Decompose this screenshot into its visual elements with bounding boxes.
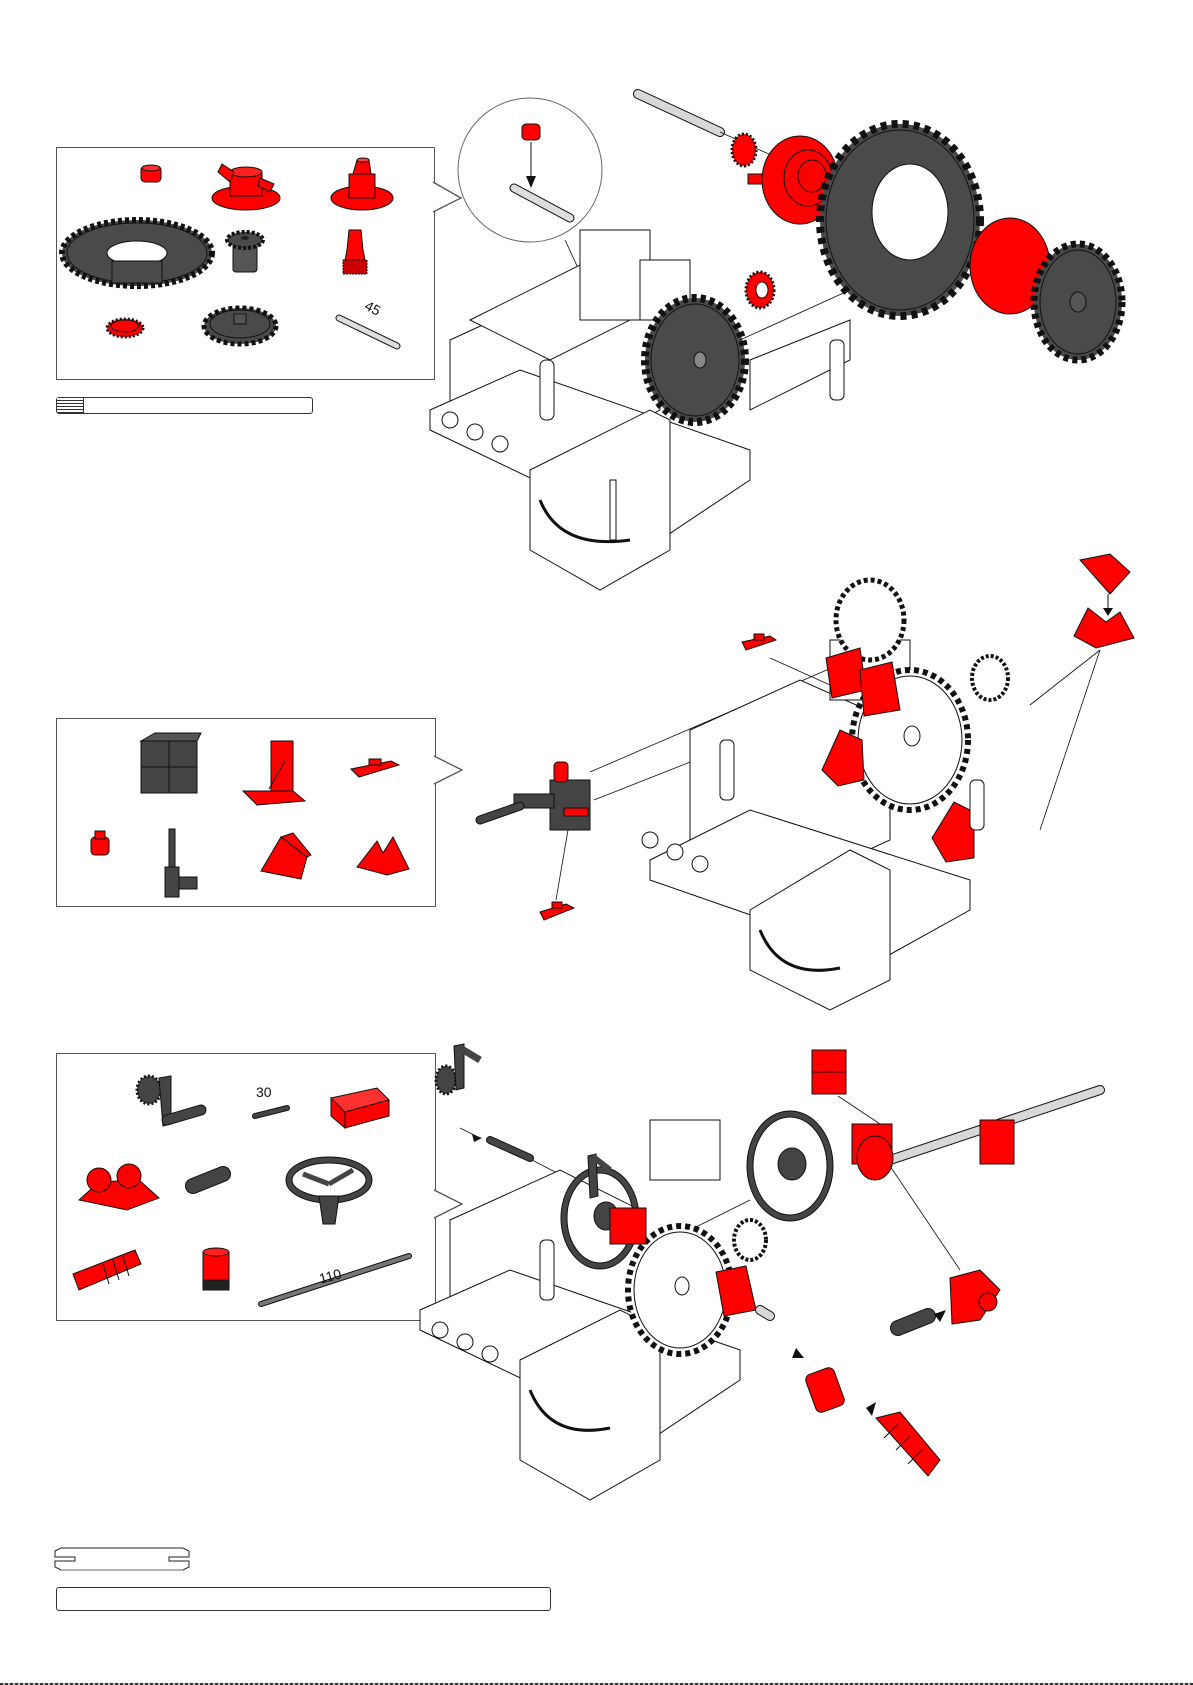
arrow-right-icon xyxy=(472,1134,482,1142)
parts-list-box-step-3: 30 110 xyxy=(56,1053,436,1321)
exploded-dark-gear-z20 xyxy=(1034,244,1122,360)
parts-list-step-1-illustration xyxy=(57,148,436,381)
steering-wheel-part xyxy=(289,1160,369,1224)
exploded-axle-110-assembly xyxy=(750,1090,1100,1218)
exploded-flat-connector-upper xyxy=(742,634,776,650)
pinion-z10-hub-part xyxy=(227,232,263,272)
exploded-axle-30 xyxy=(490,1140,530,1158)
gear-z20-part xyxy=(204,308,276,344)
mounted-white-pinion xyxy=(972,656,1008,700)
exploded-flat-connector-lower xyxy=(540,902,574,920)
angle-bracket-part xyxy=(243,741,305,805)
pinion-socket-part xyxy=(203,1248,229,1290)
axle-length-scale-110 xyxy=(56,1587,551,1611)
axle-knurled-end-icon xyxy=(57,398,84,413)
worm-gear-part xyxy=(73,1250,141,1290)
triangle-block-double-part xyxy=(357,837,409,875)
exploded-axle xyxy=(638,94,720,132)
hub-nut-flange-part xyxy=(212,164,280,210)
mounted-white-gear-upper xyxy=(836,580,904,660)
socket-pin-part xyxy=(91,831,109,855)
axle-30-length-label: 30 xyxy=(256,1084,272,1100)
mounted-dark-gear xyxy=(645,298,745,422)
arrow-right-icon xyxy=(934,1310,946,1322)
parts-list-box-step-2 xyxy=(56,718,436,907)
assembly-model-step-2 xyxy=(470,540,1170,1020)
hub-collet-flange-part xyxy=(331,158,393,210)
axle-length-scale-30 xyxy=(53,1546,193,1574)
crank-with-pinion-part xyxy=(137,1076,201,1126)
mounted-red-triangle-2 xyxy=(932,802,974,862)
sleeve-tube-part xyxy=(193,1174,223,1186)
collet-pinion-part xyxy=(343,230,367,274)
building-block-red-part xyxy=(331,1088,389,1128)
arrow-up-left-icon xyxy=(866,1402,876,1416)
arrow-down-icon xyxy=(1103,608,1113,616)
exploded-triangle-block-top xyxy=(1080,554,1130,616)
parts-list-box-step-1: 45 xyxy=(56,147,435,380)
axle-30-part xyxy=(255,1108,287,1116)
axle-length-scale-1 xyxy=(56,397,313,414)
callout-pointer-step-2 xyxy=(434,754,464,794)
exploded-sleeve xyxy=(898,1316,928,1328)
parts-list-step-3-illustration xyxy=(57,1054,437,1322)
gear-small-red-part xyxy=(107,319,143,337)
flat-connector-part xyxy=(351,759,399,777)
mounted-white-pinion xyxy=(734,1220,766,1260)
exploded-bearing-block xyxy=(950,1270,1000,1324)
triangle-block-single-part xyxy=(261,833,311,879)
building-block-15-part xyxy=(141,733,201,793)
machine-base-body xyxy=(430,230,850,590)
exploded-pinion-socket xyxy=(804,1366,846,1414)
clip-ring-part xyxy=(141,165,161,182)
assembly-model-step-1 xyxy=(430,80,1130,610)
mounted-axle-stub xyxy=(760,1310,770,1316)
exploded-switch-assembly xyxy=(480,762,590,830)
exploded-crank-with-pinion xyxy=(436,1044,480,1094)
bearing-block-double-part xyxy=(79,1164,159,1210)
exploded-triangle-block-double xyxy=(1074,608,1134,648)
arrow-up-left-icon xyxy=(792,1348,804,1358)
spring-pin-lever-part xyxy=(165,829,197,897)
parts-list-step-2-illustration xyxy=(57,719,437,908)
mounted-white-gear-large xyxy=(628,1226,732,1354)
mounted-red-pinion xyxy=(746,272,774,308)
assembly-model-step-3 xyxy=(420,1040,1140,1540)
exploded-worm-gear xyxy=(876,1412,940,1476)
mounted-white-post xyxy=(970,780,984,830)
gear-z30-large-part xyxy=(62,220,212,286)
exploded-red-block-top xyxy=(812,1050,846,1094)
exploded-small-red-gear xyxy=(732,134,756,166)
axle-45-part xyxy=(339,318,397,346)
exploded-large-dark-gear xyxy=(820,124,980,316)
